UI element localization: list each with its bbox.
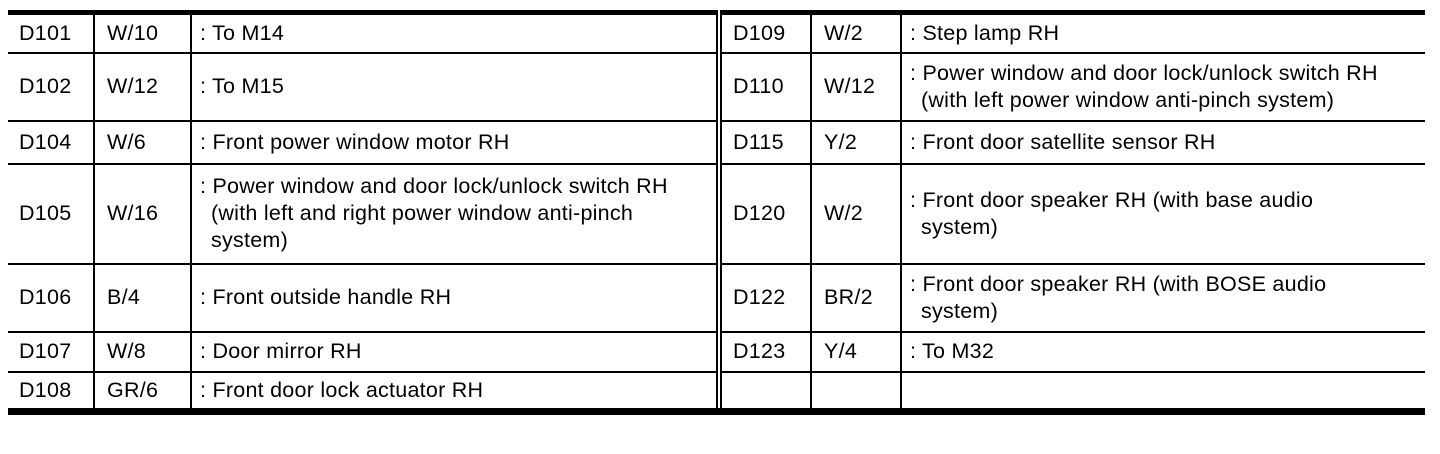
connector-id: D104 bbox=[8, 119, 95, 165]
table-row: D104 W/6 : Front power window motor RH D… bbox=[8, 119, 1425, 165]
connector-id: D122 bbox=[716, 262, 812, 333]
table-row: D107 W/8 : Door mirror RH D123 Y/4 : To … bbox=[8, 330, 1425, 373]
connector-id: D110 bbox=[716, 51, 812, 122]
connector-desc: : To M32 bbox=[900, 330, 1425, 373]
connector-type: W/12 bbox=[810, 51, 902, 122]
connector-id bbox=[716, 370, 812, 413]
connector-type: Y/2 bbox=[810, 119, 902, 165]
connector-type: W/6 bbox=[93, 119, 192, 165]
connector-id: D120 bbox=[716, 162, 812, 265]
connector-id: D109 bbox=[716, 11, 812, 54]
connector-id: D115 bbox=[716, 119, 812, 165]
connector-id: D108 bbox=[8, 370, 95, 413]
connector-id: D107 bbox=[8, 330, 95, 373]
connector-desc: : Power window and door lock/unlock swit… bbox=[900, 51, 1425, 122]
connector-desc bbox=[900, 370, 1425, 413]
connector-id: D102 bbox=[8, 51, 95, 122]
connector-id: D123 bbox=[716, 330, 812, 373]
table-row: D108 GR/6 : Front door lock actuator RH bbox=[8, 370, 1425, 413]
connector-desc: : Step lamp RH bbox=[900, 11, 1425, 54]
connector-type: Y/4 bbox=[810, 330, 902, 373]
table-row: D101 W/10 : To M14 D109 W/2 : Step lamp … bbox=[8, 11, 1425, 54]
table-row: D106 B/4 : Front outside handle RH D122 … bbox=[8, 262, 1425, 333]
connector-desc: : Front door speaker RH (with base audio… bbox=[900, 162, 1425, 265]
table-row: D102 W/12 : To M15 D110 W/12 : Power win… bbox=[8, 51, 1425, 122]
connector-desc: : Front door lock actuator RH bbox=[190, 370, 720, 413]
connector-type: W/12 bbox=[93, 51, 192, 122]
connector-desc: : Door mirror RH bbox=[190, 330, 720, 373]
connector-desc: : Front door speaker RH (with BOSE audio… bbox=[900, 262, 1425, 333]
connector-table: D101 W/10 : To M14 D109 W/2 : Step lamp … bbox=[8, 10, 1425, 415]
connector-desc: : To M15 bbox=[190, 51, 720, 122]
table-row: D105 W/16 : Power window and door lock/u… bbox=[8, 162, 1425, 265]
connector-id: D106 bbox=[8, 262, 95, 333]
connector-id: D105 bbox=[8, 162, 95, 265]
connector-type: GR/6 bbox=[93, 370, 192, 413]
connector-type: W/2 bbox=[810, 162, 902, 265]
connector-type: W/2 bbox=[810, 11, 902, 54]
connector-type: BR/2 bbox=[810, 262, 902, 333]
connector-type: W/10 bbox=[93, 11, 192, 54]
connector-desc: : Power window and door lock/unlock swit… bbox=[190, 162, 720, 265]
connector-desc: : To M14 bbox=[190, 11, 720, 54]
connector-desc: : Front outside handle RH bbox=[190, 262, 720, 333]
connector-id: D101 bbox=[8, 11, 95, 54]
connector-desc: : Front power window motor RH bbox=[190, 119, 720, 165]
connector-table-body: D101 W/10 : To M14 D109 W/2 : Step lamp … bbox=[8, 11, 1425, 413]
connector-type bbox=[810, 370, 902, 413]
connector-type: W/16 bbox=[93, 162, 192, 265]
connector-type: B/4 bbox=[93, 262, 192, 333]
connector-type: W/8 bbox=[93, 330, 192, 373]
connector-desc: : Front door satellite sensor RH bbox=[900, 119, 1425, 165]
